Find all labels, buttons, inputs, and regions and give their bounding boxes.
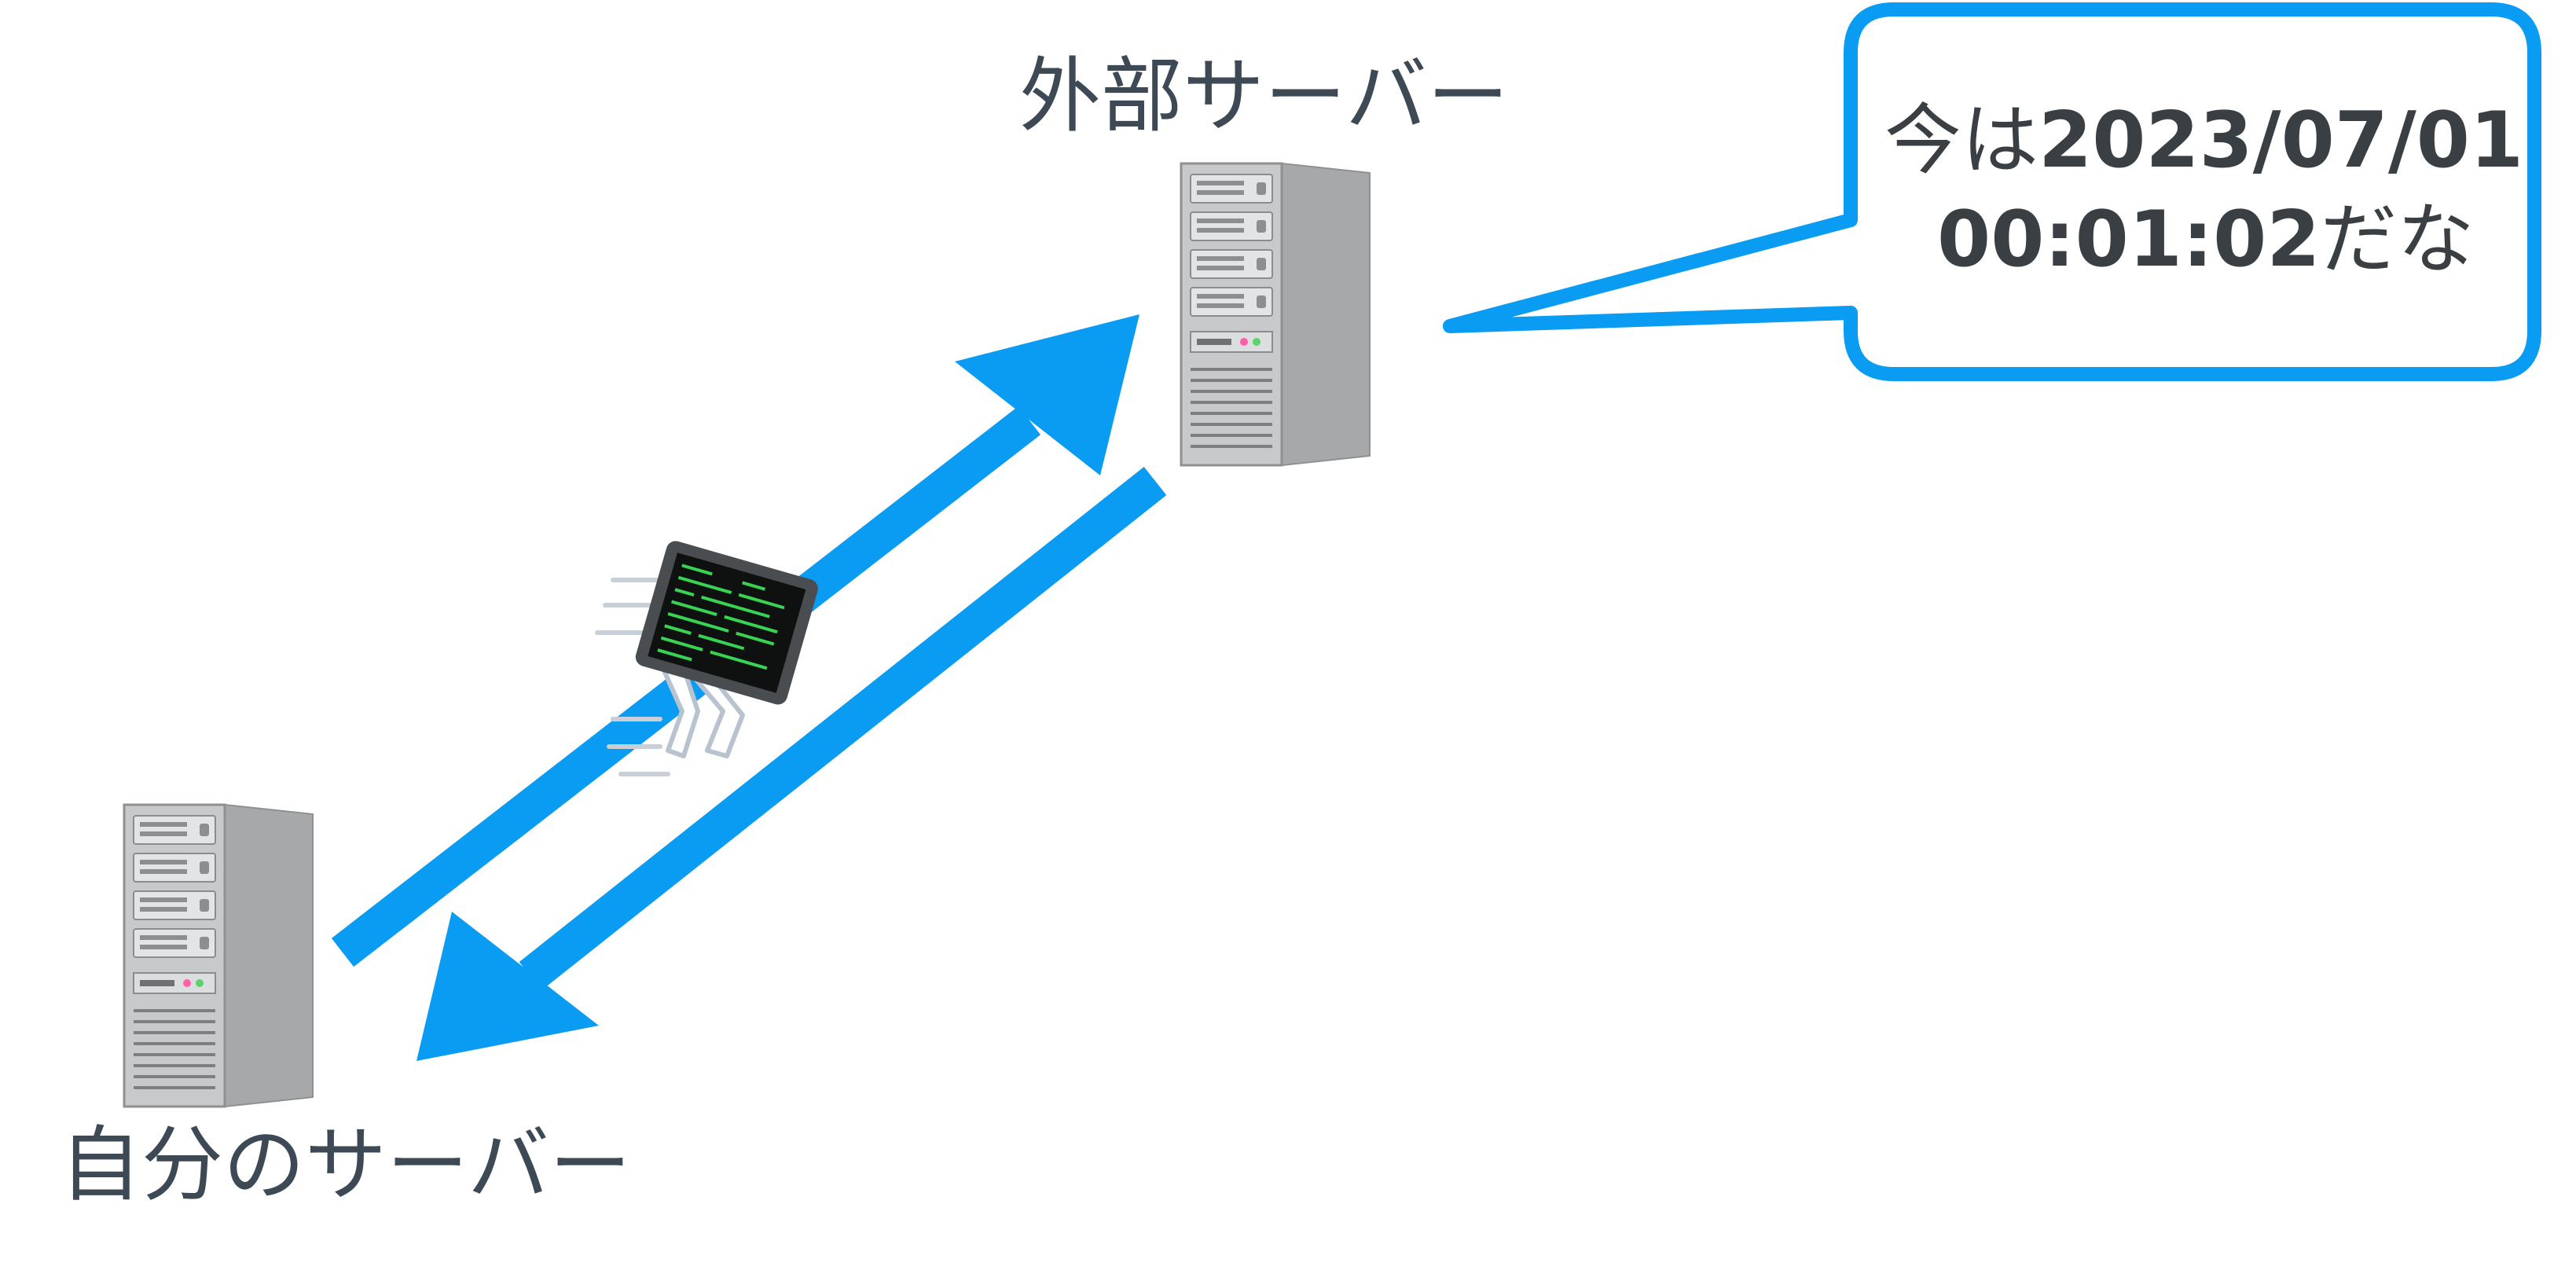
bubble-date: 2023/07/01 [2038,96,2523,185]
bubble-suffix: だな [2321,195,2475,284]
bubble-text-line2: 00:01:02だな [1937,195,2475,284]
bubble-prefix: 今は [1884,96,2038,185]
bubble-text-line1: 今は2023/07/01 [1884,96,2523,185]
external-server-label: 外部サーバー [1019,48,1509,144]
bubble-time: 00:01:02 [1937,195,2321,284]
arrow-down [416,466,1167,1061]
own-server-icon [123,803,314,1108]
external-server-icon [1180,162,1371,467]
own-server-label: 自分のサーバー [60,1117,631,1213]
speech-bubble [1443,2,2541,381]
running-screen-courier-icon [595,541,818,776]
